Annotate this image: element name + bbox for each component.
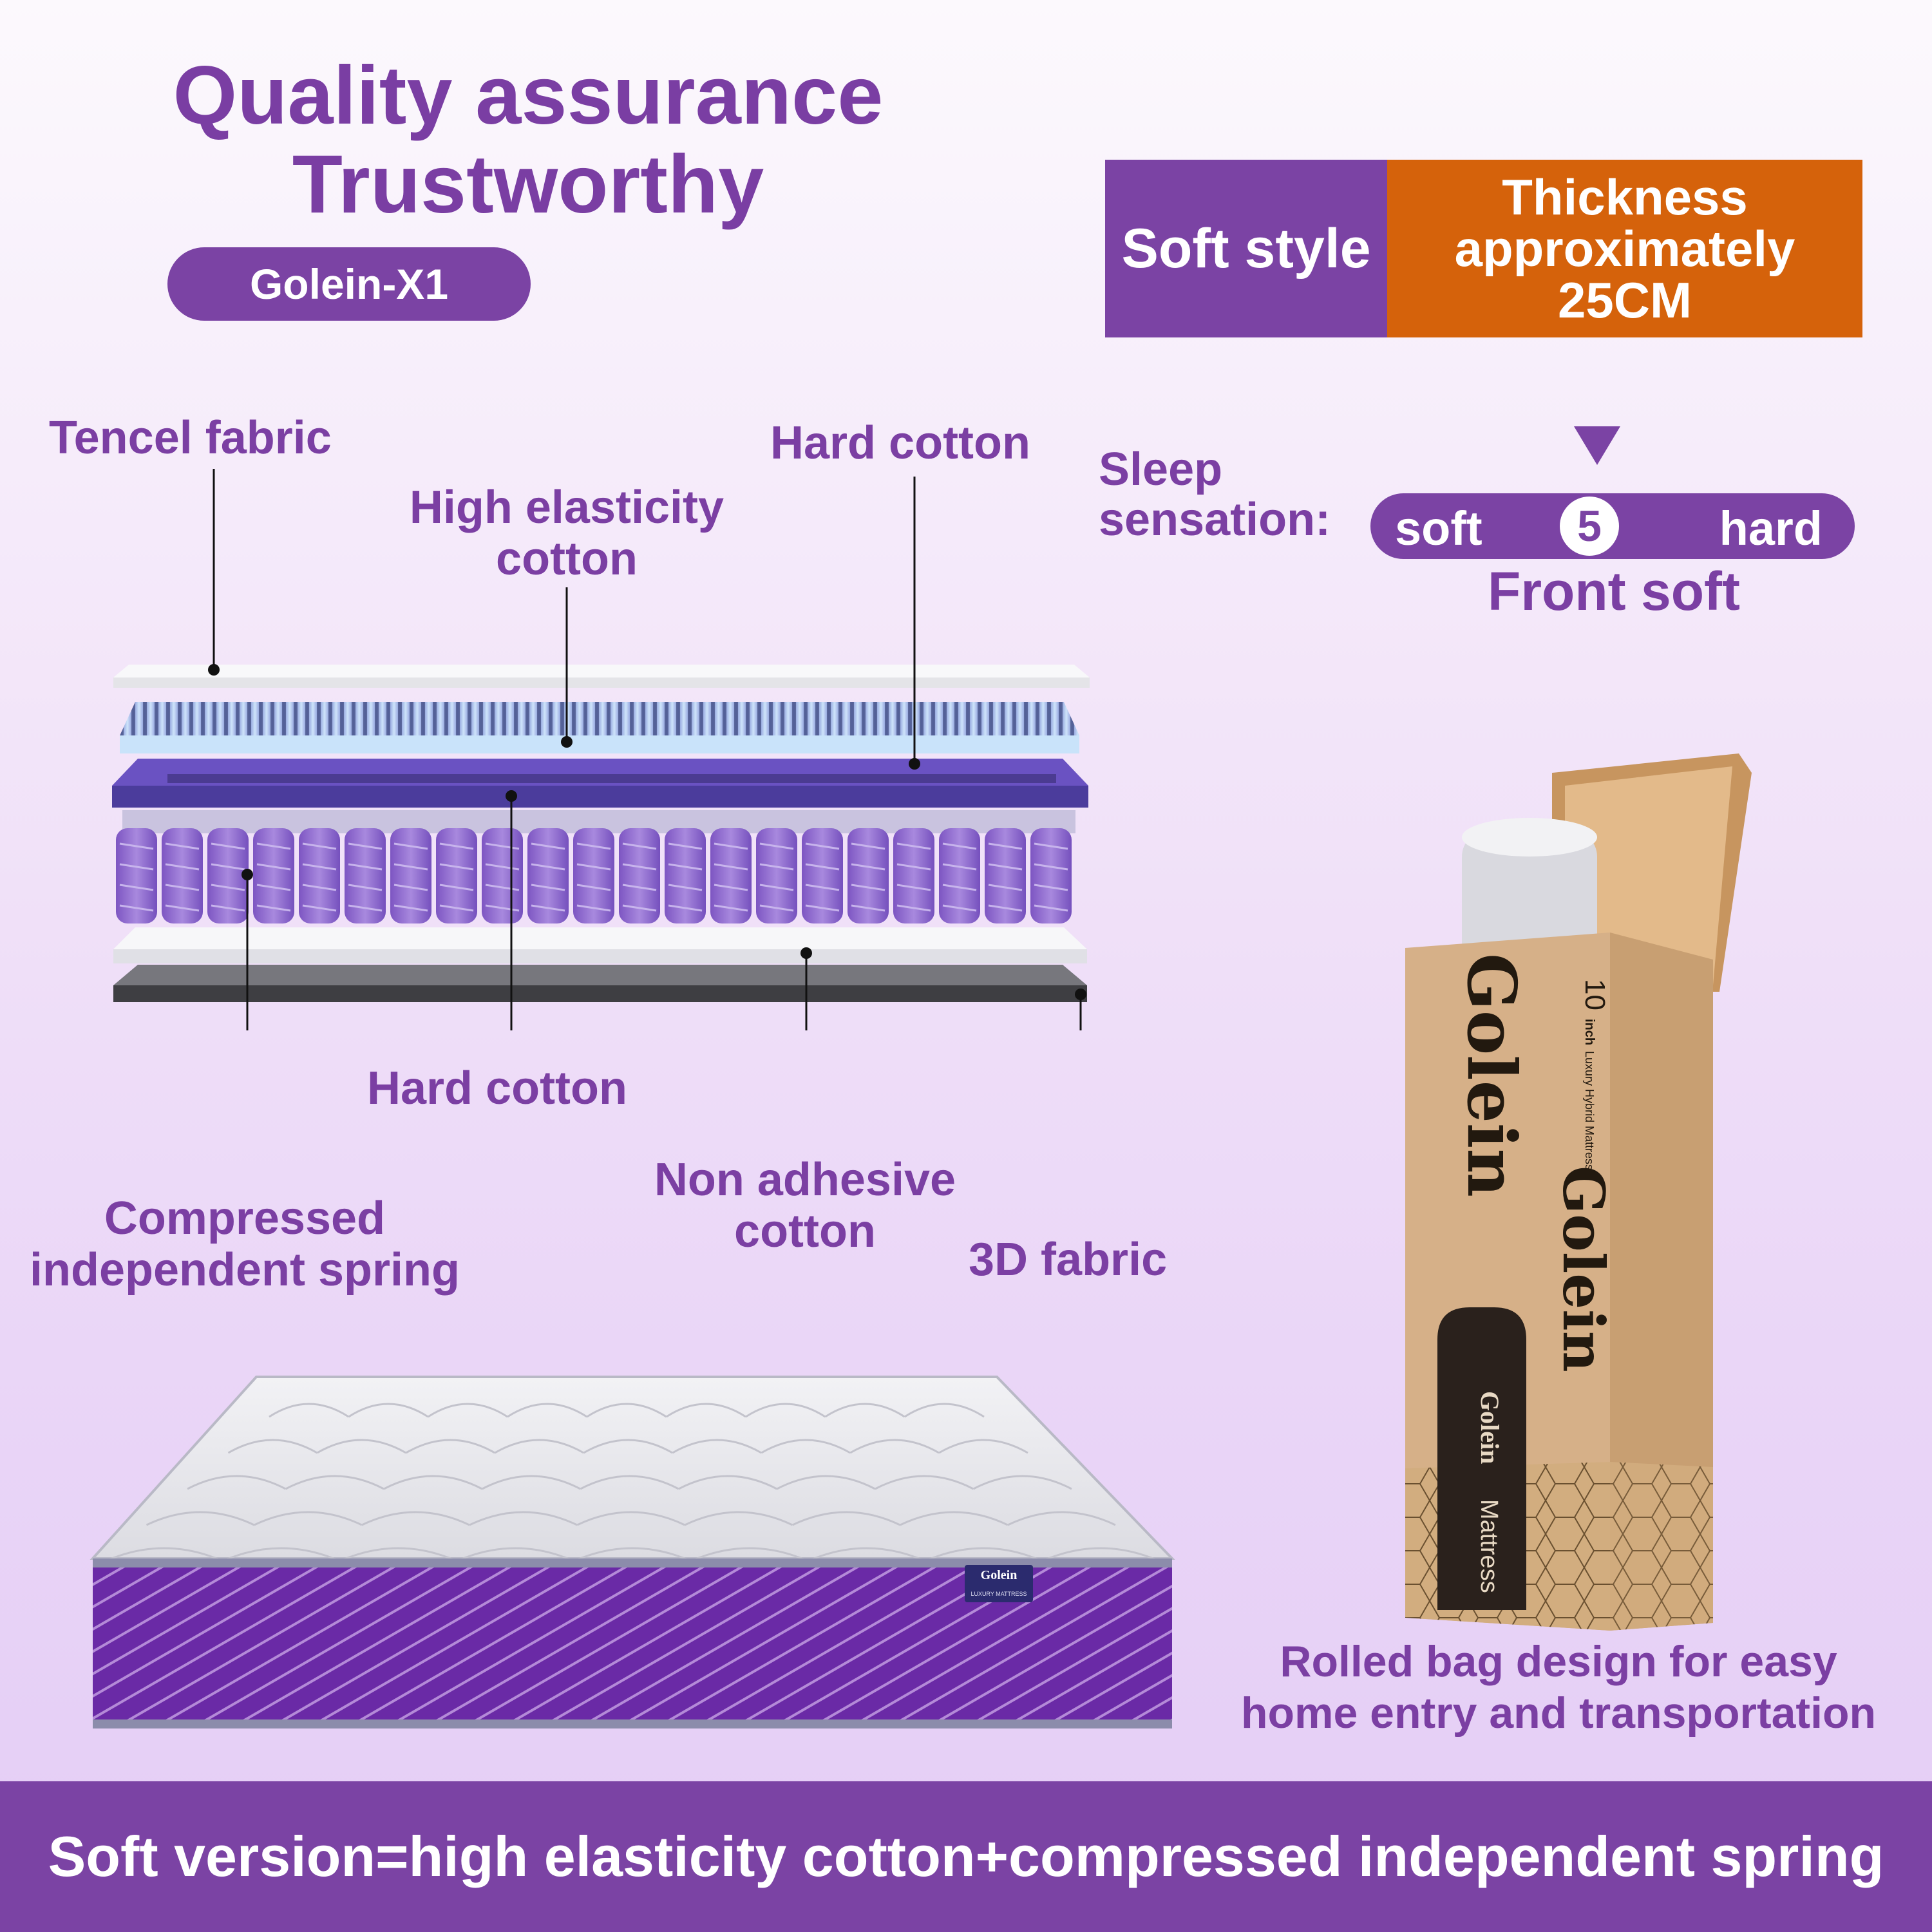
spring-coil <box>893 828 934 923</box>
label-compressed-spring: Compressed independent spring <box>6 1193 483 1296</box>
spring-coil <box>665 828 706 923</box>
label-high-elasticity-line-1: High elasticity <box>409 482 724 533</box>
spring-coil <box>939 828 980 923</box>
thickness-line-1: Thickness <box>1502 169 1748 225</box>
label-non-adhesive-cotton: Non adhesive cotton <box>618 1154 992 1257</box>
hard-cotton-layer <box>112 759 1088 808</box>
mattress-layers-illustration <box>112 469 1090 1030</box>
spring-coil <box>710 828 752 923</box>
mattress-tag-brand: Golein <box>981 1568 1018 1582</box>
footer-banner: Soft version=high elasticity cotton+comp… <box>0 1781 1932 1932</box>
mattress-tag <box>965 1565 1033 1602</box>
spring-coil <box>756 828 797 923</box>
leader-lines <box>213 469 1082 1030</box>
non-adhesive-layer <box>113 927 1087 963</box>
scale-level-knob: 5 <box>1560 497 1619 556</box>
spring-coil <box>573 828 614 923</box>
spring-coil <box>299 828 340 923</box>
spring-coil <box>253 828 294 923</box>
caption-line-1: Rolled bag design for easy <box>1280 1637 1837 1686</box>
box-brand: Golein <box>1452 953 1531 1197</box>
box-size-unit: inch <box>1582 1019 1596 1045</box>
style-thickness-box: Soft style Thickness approximately 25CM <box>1105 160 1862 337</box>
box-label-brand: Golein <box>1475 1391 1504 1464</box>
sleep-label-line-2: sensation: <box>1099 494 1331 545</box>
leader-dots <box>208 664 1086 1000</box>
scale-hard-label: hard <box>1719 502 1823 555</box>
sleep-sensation-label: Sleep sensation: <box>1099 444 1331 545</box>
high-elasticity-layer <box>120 702 1079 753</box>
spring-coil <box>390 828 431 923</box>
spring-coil <box>848 828 889 923</box>
sleep-result: Front soft <box>1488 561 1740 621</box>
style-label: Soft style <box>1105 160 1387 337</box>
spring-coil <box>162 828 203 923</box>
fabric-3d-layer <box>113 965 1087 1002</box>
spring-coil <box>207 828 249 923</box>
spring-coil <box>527 828 569 923</box>
spring-coil <box>1030 828 1072 923</box>
label-non-adhesive-line-1: Non adhesive <box>654 1154 956 1206</box>
thickness-line-2: approximately <box>1454 220 1795 277</box>
firmness-scale: soft 5 hard <box>1370 493 1855 559</box>
spring-coil <box>619 828 660 923</box>
page-title: Quality assurance Trustworthy <box>64 52 992 229</box>
box-product-text: Luxury Hybrid Mattress <box>1583 1051 1596 1170</box>
label-hard-cotton-mid: Hard cotton <box>367 1063 627 1114</box>
box-size: 10 <box>1579 979 1611 1010</box>
label-hard-cotton-top: Hard cotton <box>770 417 1030 469</box>
spring-coil <box>985 828 1026 923</box>
rolled-bag-caption: Rolled bag design for easy home entry an… <box>1211 1636 1906 1739</box>
title-line-2: Trustworthy <box>292 138 764 231</box>
label-3d-fabric: 3D fabric <box>969 1234 1168 1285</box>
title-line-1: Quality assurance <box>173 50 884 142</box>
label-spring-line-2: independent spring <box>29 1244 460 1296</box>
spring-coil <box>482 828 523 923</box>
sleep-label-line-1: Sleep <box>1099 444 1223 495</box>
scale-soft-label: soft <box>1395 502 1482 555</box>
label-high-elasticity-line-2: cotton <box>496 533 638 585</box>
spring-coil <box>116 828 157 923</box>
mattress-tag-sub: LUXURY MATTRESS <box>971 1591 1027 1597</box>
label-non-adhesive-line-2: cotton <box>734 1206 876 1257</box>
spring-coil <box>802 828 843 923</box>
thickness-label: Thickness approximately 25CM <box>1387 160 1862 337</box>
spring-coil <box>345 828 386 923</box>
tencel-layer <box>113 665 1090 688</box>
label-tencel-fabric: Tencel fabric <box>49 412 332 464</box>
caption-line-2: home entry and transportation <box>1240 1689 1877 1738</box>
mattress-image: Golein LUXURY MATTRESS <box>90 1376 1175 1728</box>
spring-coil <box>436 828 477 923</box>
box-label-word: Mattress <box>1475 1499 1502 1593</box>
pocket-spring-layer <box>116 810 1075 923</box>
model-badge: Golein-X1 <box>167 247 531 321</box>
box-brand-side: Golein <box>1550 1166 1617 1372</box>
mattress-box-image: Golein Mattress Golein Golein 10 inch Lu… <box>1405 753 1752 1631</box>
thickness-line-3: 25CM <box>1557 272 1692 328</box>
scale-pointer-icon <box>1574 426 1620 465</box>
label-high-elasticity-cotton: High elasticity cotton <box>386 482 747 585</box>
label-spring-line-1: Compressed <box>104 1193 386 1244</box>
